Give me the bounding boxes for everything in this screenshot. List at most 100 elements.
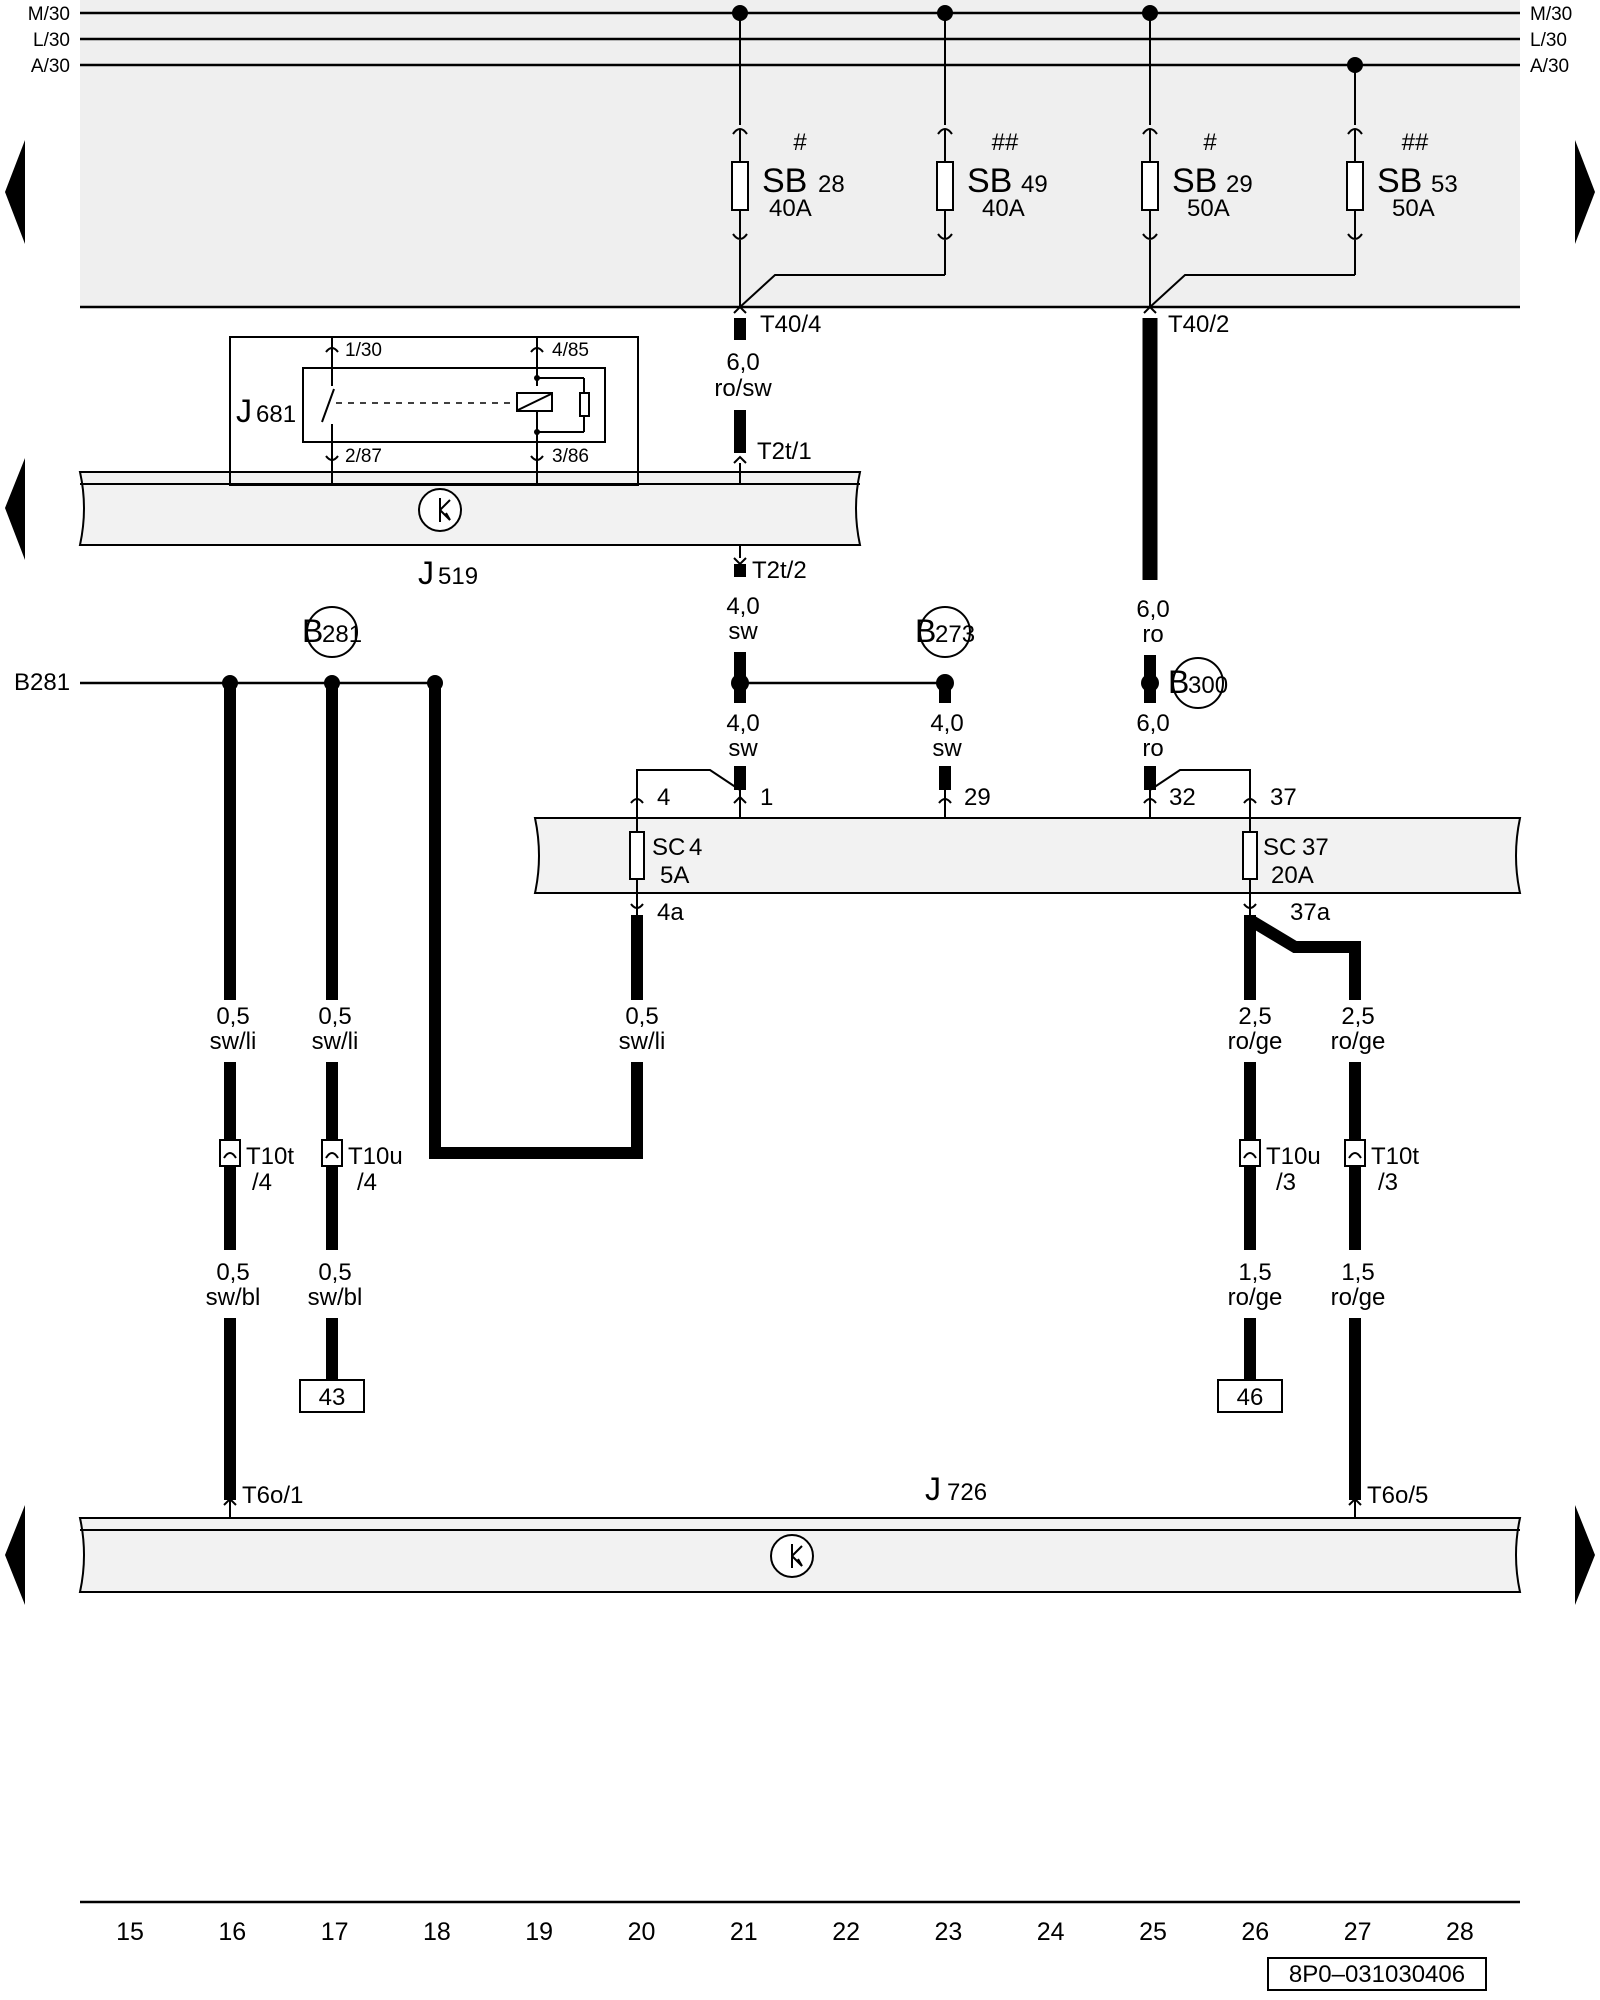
grid-label: 26	[1241, 1918, 1269, 1946]
sc37-rating: 20A	[1271, 862, 1314, 889]
wire-16a-size: 0,5	[216, 1003, 249, 1030]
ref-box-43[interactable]	[299, 1379, 365, 1413]
doc-id-box	[1267, 1957, 1487, 1991]
wire-26a-size: 2,5	[1238, 1003, 1271, 1030]
relay-j681-number: 681	[256, 401, 296, 428]
wire-21c-color: sw	[728, 735, 758, 762]
wire-25a-color: ro	[1142, 621, 1163, 648]
rail-label-a-left: A/30	[31, 56, 70, 77]
next-page-arrow-3[interactable]	[1575, 1505, 1595, 1605]
fuse-holder-sc: 4 1 29 32 37 SC 4 5A SC 37 20A 4a 37a	[533, 769, 1522, 926]
fuse-sb53: ## SB 53 50A	[1149, 65, 1458, 308]
grid-label: 28	[1446, 1918, 1474, 1946]
wire-27a-color: ro/ge	[1331, 1028, 1386, 1055]
grid-label: 25	[1139, 1918, 1167, 1946]
connector-t10u-3: T10u /3	[1239, 1139, 1321, 1196]
next-page-arrow-1[interactable]	[1575, 140, 1595, 244]
splice-b281-letter: B	[302, 613, 323, 649]
ref-46-label: 46	[1237, 1384, 1264, 1411]
sc37-name: SC	[1263, 834, 1296, 861]
wire-21a-color: ro/sw	[714, 375, 772, 402]
page-arrows[interactable]	[5, 140, 1595, 1605]
grid-label: 22	[832, 1918, 860, 1946]
wire-20-size: 0,5	[625, 1003, 658, 1030]
wire-21b-color: sw	[728, 618, 758, 645]
connector-t40-2-label: T40/2	[1168, 311, 1229, 338]
wire-16a-color: sw/li	[210, 1028, 257, 1055]
j519-letter: J	[418, 555, 434, 591]
relay-j681-letter: J	[236, 393, 252, 429]
doc-id: 8P0–031030406	[1289, 1961, 1465, 1988]
sc-pin-37: 37	[1270, 784, 1297, 811]
splice-b300-letter: B	[1168, 664, 1189, 700]
splice-b273-letter: B	[915, 613, 936, 649]
sc4-number: 4	[689, 834, 702, 861]
b281-side-label: B281	[14, 669, 70, 696]
fuse-sb49-number: 49	[1021, 171, 1048, 198]
wire-21a-size: 6,0	[726, 349, 759, 376]
grid-label: 21	[730, 1918, 758, 1946]
wire-21c-size: 4,0	[726, 710, 759, 737]
fuse-sb29-mark: #	[1203, 129, 1217, 156]
sc4-rating: 5A	[660, 862, 689, 889]
splice-b300: B 300	[1168, 657, 1228, 709]
sc-pin-1: 1	[760, 784, 773, 811]
wire-23-color: sw	[932, 735, 962, 762]
fuse-sb29-name: SB	[1172, 162, 1217, 200]
prev-page-arrow-3[interactable]	[5, 1505, 25, 1605]
rail-label-l-right: L/30	[1530, 30, 1567, 51]
grid-label: 18	[423, 1918, 451, 1946]
grid-label: 19	[525, 1918, 553, 1946]
sc4-name: SC	[652, 834, 685, 861]
sc-pin-4: 4	[657, 784, 670, 811]
splice-b300-number: 300	[1188, 672, 1228, 699]
fuse-sb28-number: 28	[818, 171, 845, 198]
wire-25a-size: 6,0	[1136, 596, 1169, 623]
ref-box-46[interactable]	[1217, 1379, 1283, 1413]
rail-label-a-right: A/30	[1530, 56, 1569, 77]
sc-pin-29: 29	[964, 784, 991, 811]
splice-b273: B 273	[915, 606, 975, 658]
wire-27a-size: 2,5	[1341, 1003, 1374, 1030]
connector-t2t-2-label: T2t/2	[752, 557, 807, 584]
wire-16b-size: 0,5	[216, 1259, 249, 1286]
fuse-sb29-number: 29	[1226, 171, 1253, 198]
wire-25b-color: ro	[1142, 735, 1163, 762]
connector-t10u-4-label-a: T10u	[348, 1143, 403, 1170]
sc-pin-4a: 4a	[657, 899, 684, 926]
connector-t10t-3-label-a: T10t	[1371, 1143, 1419, 1170]
connector-t10u-3-label-b: /3	[1276, 1169, 1296, 1196]
grid-label: 15	[116, 1918, 144, 1946]
wire-16b-color: sw/bl	[206, 1284, 261, 1311]
fuse-sb53-mark: ##	[1402, 129, 1429, 156]
relay-pin-4-85: 4/85	[552, 340, 589, 361]
wire-17b-size: 0,5	[318, 1259, 351, 1286]
wire-26b-size: 1,5	[1238, 1259, 1271, 1286]
grid-label: 27	[1344, 1918, 1372, 1946]
connector-t2t-1-label: T2t/1	[757, 438, 812, 465]
connector-t10u-3-label-a: T10u	[1266, 1143, 1321, 1170]
connector-t6o-1-label: T6o/1	[242, 1482, 303, 1509]
relay-pin-1-30: 1/30	[345, 340, 382, 361]
wire-17b-color: sw/bl	[308, 1284, 363, 1311]
fuse-sb53-number: 53	[1431, 171, 1458, 198]
j726-control-unit: J 726	[78, 1471, 1522, 1593]
grid-label: 16	[218, 1918, 246, 1946]
fuse-sb29-rating: 50A	[1187, 195, 1230, 222]
fuse-sb29: # SB 29 50A	[1141, 13, 1253, 307]
prev-page-arrow-1[interactable]	[5, 140, 25, 244]
wire-17a-size: 0,5	[318, 1003, 351, 1030]
connector-t40-4: T40/4	[733, 305, 821, 338]
connector-t10t-3: T10t /3	[1344, 1139, 1419, 1196]
power-rails: M/30 L/30 A/30 M/30 L/30 A/30	[28, 4, 1573, 77]
connector-t10u-4: T10u /4	[321, 1139, 403, 1196]
wire-27b-color: ro/ge	[1331, 1284, 1386, 1311]
wire-25b-size: 6,0	[1136, 710, 1169, 737]
prev-page-arrow-2[interactable]	[5, 458, 25, 560]
fuse-sb53-name: SB	[1377, 162, 1422, 200]
fuse-sb28: # SB 28 40A	[731, 13, 845, 307]
wire-21b-size: 4,0	[726, 593, 759, 620]
ref-43-label: 43	[319, 1384, 346, 1411]
splice-b281: B 281	[302, 606, 362, 658]
